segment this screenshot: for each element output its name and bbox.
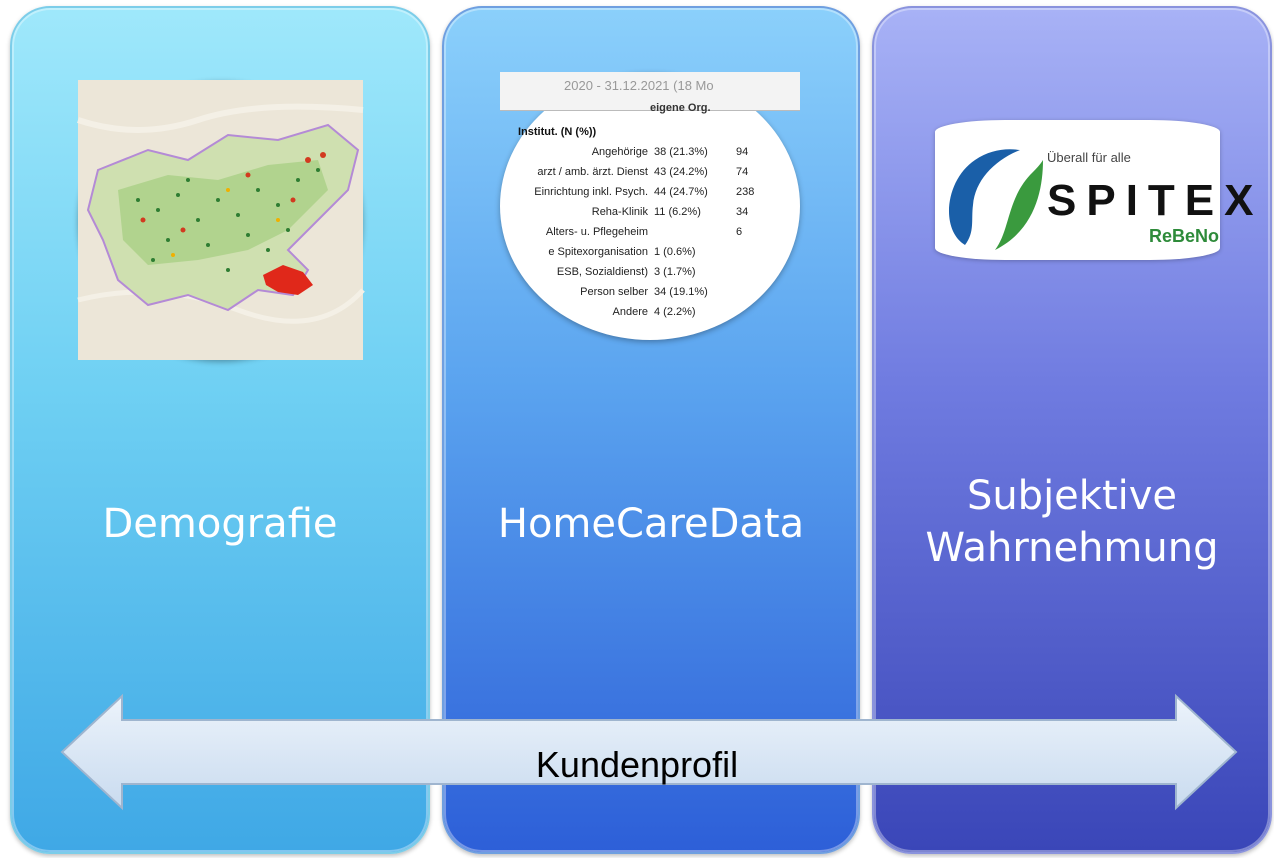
table-row: Alters- u. Pflegeheim 6 xyxy=(500,226,800,243)
table-row-extra: 74 xyxy=(736,166,749,178)
spitex-subtext: ReBeNo xyxy=(1149,226,1220,246)
table-row: e Spitexorganisation 1 (0.6%) xyxy=(500,246,800,263)
table-date-range: 2020 - 31.12.2021 (18 Mo xyxy=(564,78,714,93)
table-row-extra: 238 xyxy=(736,186,755,198)
kundenprofil-label: Kundenprofil xyxy=(535,744,739,785)
table-row-label: Einrichtung inkl. Psych. xyxy=(534,186,648,198)
table-column-header: eigene Org. xyxy=(650,102,711,114)
table-row: Reha-Klinik 11 (6.2%) 34 xyxy=(500,206,800,223)
spitex-swoosh-icon xyxy=(948,149,1043,250)
table-row: arzt / amb. ärzt. Dienst 43 (24.2%) 74 xyxy=(500,166,800,183)
table-row-label: ESB, Sozialdienst) xyxy=(556,266,648,278)
table-row-label: Angehörige xyxy=(591,146,648,158)
table-row-label: Reha-Klinik xyxy=(591,206,648,218)
table-row-label: Person selber xyxy=(580,286,648,298)
table-row-value: 44 (24.7%) xyxy=(654,186,708,198)
spitex-tagline: Überall für alle xyxy=(1047,150,1131,165)
spitex-logo: Überall für alle SPITEX ReBeNo xyxy=(935,120,1254,260)
spitex-wordmark: SPITEX xyxy=(1047,176,1264,225)
table-row-label: arzt / amb. ärzt. Dienst xyxy=(537,166,648,178)
table-row: Person selber 34 (19.1%) xyxy=(500,286,800,303)
table-row-extra: 34 xyxy=(736,206,749,218)
table-row: Einrichtung inkl. Psych. 44 (24.7%) 238 xyxy=(500,186,800,203)
panel-title-homecaredata: HomeCareData xyxy=(497,501,805,547)
table-row-value: 34 (19.1%) xyxy=(654,286,708,298)
table-row-value: 11 (6.2%) xyxy=(654,206,701,218)
region-map-image xyxy=(77,80,365,360)
table-row-label: Andere xyxy=(612,306,648,318)
table-section-heading: Institut. (N (%)) xyxy=(518,126,597,138)
table-row-extra: 94 xyxy=(736,146,749,158)
table-row-label: e Spitexorganisation xyxy=(548,246,648,258)
table-row: Angehörige 38 (21.3%) 94 xyxy=(500,146,800,163)
table-row-value: 3 (1.7%) xyxy=(654,266,696,278)
table-row-value: 38 (21.3%) xyxy=(654,146,708,158)
region-map-graphic xyxy=(77,80,365,360)
table-row-extra: 6 xyxy=(736,226,743,238)
panel-title-subjektive-wahrnehmung: Subjektive Wahrnehmung xyxy=(925,473,1219,571)
table-row: Andere 4 (2.2%) xyxy=(500,306,800,323)
table-row-value: 43 (24.2%) xyxy=(654,166,708,178)
table-row: ESB, Sozialdienst) 3 (1.7%) xyxy=(500,266,800,283)
table-row-label: Alters- u. Pflegeheim xyxy=(545,226,648,238)
homecaredata-table-image: 2020 - 31.12.2021 (18 Mo eigene Org. Ins… xyxy=(500,72,800,340)
table-row-value: 4 (2.2%) xyxy=(654,306,696,318)
panel-title-demografie: Demografie xyxy=(102,501,338,547)
table-header: 2020 - 31.12.2021 (18 Mo eigene Org. xyxy=(500,72,800,114)
table-row-value: 1 (0.6%) xyxy=(654,246,696,258)
